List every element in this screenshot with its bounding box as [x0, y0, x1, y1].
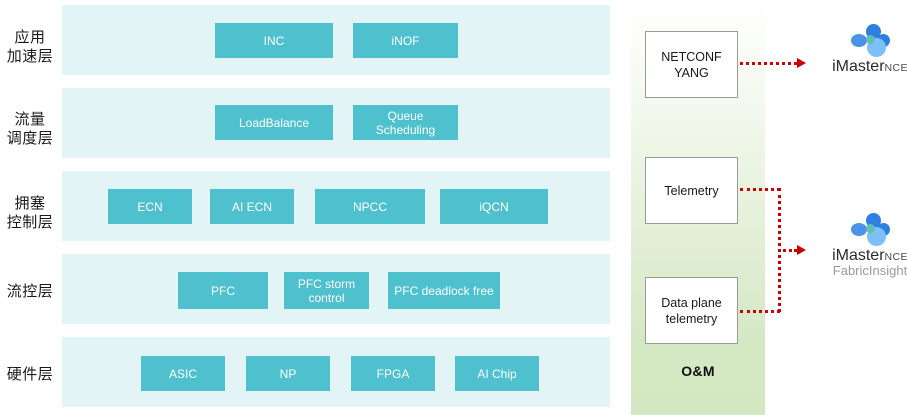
product-subtitle: FabricInsight — [832, 263, 907, 278]
layer-label-line2: 加速层 — [6, 48, 54, 65]
oam-box-data-plane-telemetry[interactable]: Data plane telemetry — [645, 277, 738, 344]
oam-box-line1: Telemetry — [664, 183, 719, 198]
connector-netconf-arrowhead — [797, 58, 806, 68]
feature-chip-inc[interactable]: INC — [215, 23, 333, 58]
feature-chip-loadbalance[interactable]: LoadBalance — [215, 105, 333, 140]
product-name-suffix: NCE — [884, 62, 907, 74]
layer-label-congestion-control: 拥塞 控制层 — [0, 194, 60, 232]
layer-label-application-acceleration: 应用 加速层 — [0, 28, 60, 66]
product-name: iMasterNCE — [810, 248, 907, 265]
feature-chip-ai-chip[interactable]: AI Chip — [455, 356, 539, 391]
oam-box-line2: YANG — [674, 65, 709, 80]
layer-label-traffic-scheduling: 流量 调度层 — [0, 110, 60, 148]
feature-chip-pfc-storm-control[interactable]: PFC storm control — [284, 272, 369, 309]
oam-title: O&M — [681, 363, 715, 379]
feature-chip-npcc[interactable]: NPCC — [315, 189, 425, 224]
oam-box-telemetry[interactable]: Telemetry — [645, 157, 738, 224]
layer-label-line1: 流量 — [14, 111, 46, 128]
product-name-main: iMaster — [832, 247, 885, 264]
feature-chip-iqcn[interactable]: iQCN — [440, 189, 548, 224]
layer-label-line2: 调度层 — [6, 130, 54, 147]
layer-label-line1: 硬件层 — [6, 366, 54, 383]
connector-netconf-to-nce — [740, 62, 797, 65]
feature-chip-pfc[interactable]: PFC — [178, 272, 268, 309]
connector-data-plane-telemetry-segment — [740, 310, 780, 313]
oam-box-line2: telemetry — [665, 311, 718, 326]
layer-row-traffic-scheduling — [62, 88, 610, 158]
layer-row-application-acceleration — [62, 5, 610, 75]
feature-chip-queue-scheduling[interactable]: Queue Scheduling — [353, 105, 458, 140]
layer-label-flow-control: 流控层 — [0, 282, 60, 301]
oam-box-line1: NETCONF — [661, 49, 722, 64]
connector-bus-to-fabricinsight — [778, 249, 797, 252]
layer-label-line1: 流控层 — [6, 283, 54, 300]
feature-chip-ecn[interactable]: ECN — [108, 189, 192, 224]
feature-chip-asic[interactable]: ASIC — [141, 356, 225, 391]
product-name: iMasterNCE — [810, 59, 907, 76]
feature-chip-ai-ecn[interactable]: AI ECN — [210, 189, 294, 224]
feature-chip-np[interactable]: NP — [246, 356, 330, 391]
product-name-suffix: NCE — [884, 251, 907, 263]
imaster-logo-icon — [850, 213, 890, 247]
layer-label-hardware: 硬件层 — [0, 365, 60, 384]
layer-label-line1: 拥塞 — [14, 195, 46, 212]
connector-telemetry-segment — [740, 188, 780, 191]
imaster-logo-icon — [850, 24, 890, 58]
product-logo-imaster-nce-fabricinsight: iMasterNCE FabricInsight — [810, 213, 907, 278]
layer-label-line1: 应用 — [14, 29, 46, 46]
layer-label-line2: 控制层 — [6, 214, 54, 231]
oam-box-line1: Data plane — [661, 295, 722, 310]
oam-box-netconf-yang[interactable]: NETCONF YANG — [645, 31, 738, 98]
product-logo-imaster-nce: iMasterNCE — [810, 24, 907, 76]
product-name-main: iMaster — [832, 58, 885, 75]
feature-chip-fpga[interactable]: FPGA — [351, 356, 435, 391]
connector-fabricinsight-arrowhead — [797, 245, 806, 255]
feature-chip-inof[interactable]: iNOF — [353, 23, 458, 58]
feature-chip-pfc-deadlock-free[interactable]: PFC deadlock free — [388, 272, 500, 309]
